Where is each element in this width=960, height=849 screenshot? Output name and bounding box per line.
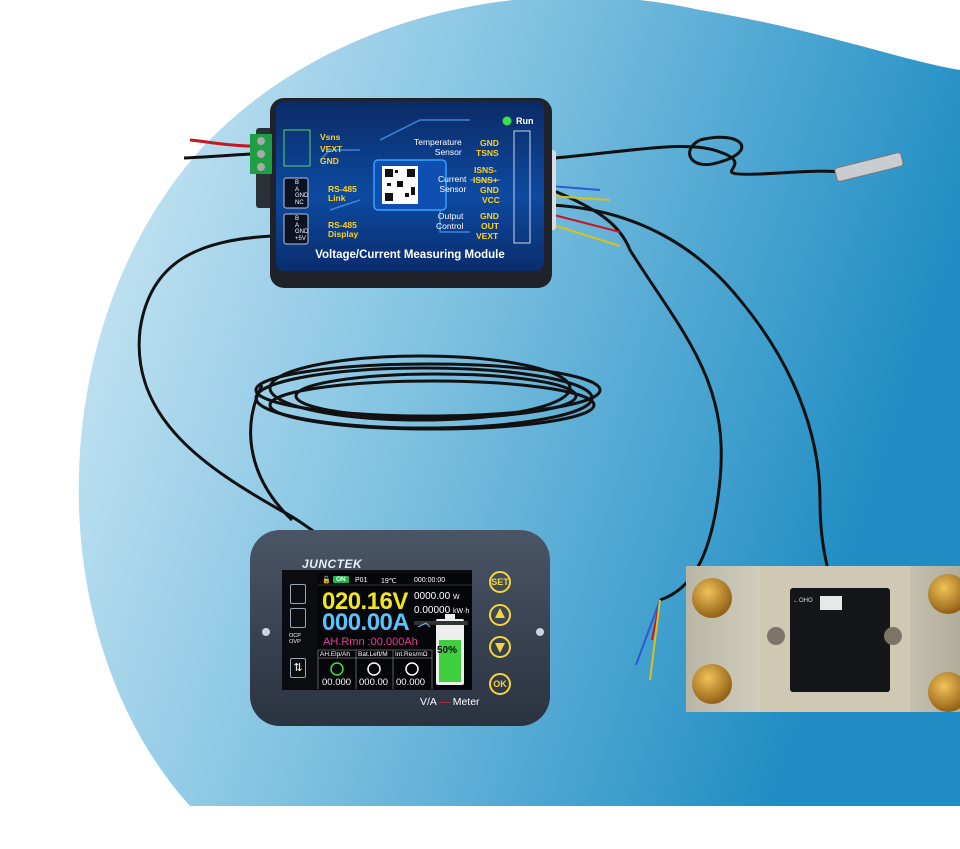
meter-brand: JUNCTEK [302,557,363,571]
phone-icon [290,608,306,628]
on-status-badge: ON [333,576,349,583]
rs485-display-label: RS-485 Display [328,220,359,239]
current-readout: 000.00A [322,609,410,636]
pin-tsns-gnd: GND [480,138,499,148]
profile-label: P01 [355,577,368,584]
pin-gnd: GND [320,156,339,166]
shunt-label: ←OHO [793,598,813,604]
shunt [686,566,960,712]
run-indicator-label: Run [516,116,534,126]
output-control-label: Output Control [436,211,464,231]
power-readout: 0000.00 W [414,591,460,602]
pin-isns-gnd: GND [480,185,499,195]
battery-mode-icon [290,584,306,604]
pin-isns-plus: ISNS+ [473,175,498,185]
energy-readout: 0.00000 kW·h [414,605,470,616]
time-readout: 000:00:00 [414,577,446,584]
ah-remaining-readout: AH.Rmn :00.000Ah [323,636,418,648]
value-battery-left: 000.00 [359,677,389,688]
direction-arrows-icon: ⇅ [290,658,306,678]
battery-percent: 50% [437,645,458,656]
display-meter [250,530,550,726]
measuring-module [250,98,556,288]
header-battery-left: Bat.Left/M [358,651,388,658]
set-button[interactable]: SET [489,571,511,593]
pin-out-gnd: GND [480,211,499,221]
voltage-readout: 020.16V [322,588,408,615]
lock-icon: 🔓 [322,577,331,584]
pin-out-vext: VEXT [476,231,499,241]
pin-vext: VEXT [320,144,343,154]
meter-footer: V/A — Meter [420,696,480,708]
header-internal-resistance: Int.Res/mΩ [395,651,428,658]
header-ah-elapsed: AH.Elp/Ah [320,651,350,658]
pin-vcc: VCC [482,195,500,205]
temperature-sensor-label: Temperature Sensor [414,137,462,157]
up-button[interactable] [489,604,511,626]
display-cable [137,234,602,537]
pin-isns-minus: ISNS- [474,165,497,175]
temperature-readout: 19℃ [381,578,397,585]
module-title: Voltage/Current Measuring Module [315,249,505,261]
pin-tsns: TSNS [476,148,499,158]
rs485-link-label: RS-485 Link [328,184,357,203]
current-sensor-label: Current Sensor [438,174,467,194]
temperature-probe [554,135,904,182]
pin-vsns: Vsns [320,132,341,142]
pin-out: OUT [481,221,499,231]
value-internal-resistance: 00.000 [396,677,426,688]
down-button[interactable] [489,636,511,658]
power-wires [183,138,253,160]
ok-button[interactable]: OK [489,673,511,695]
value-ah-elapsed: 00.000 [322,677,352,688]
